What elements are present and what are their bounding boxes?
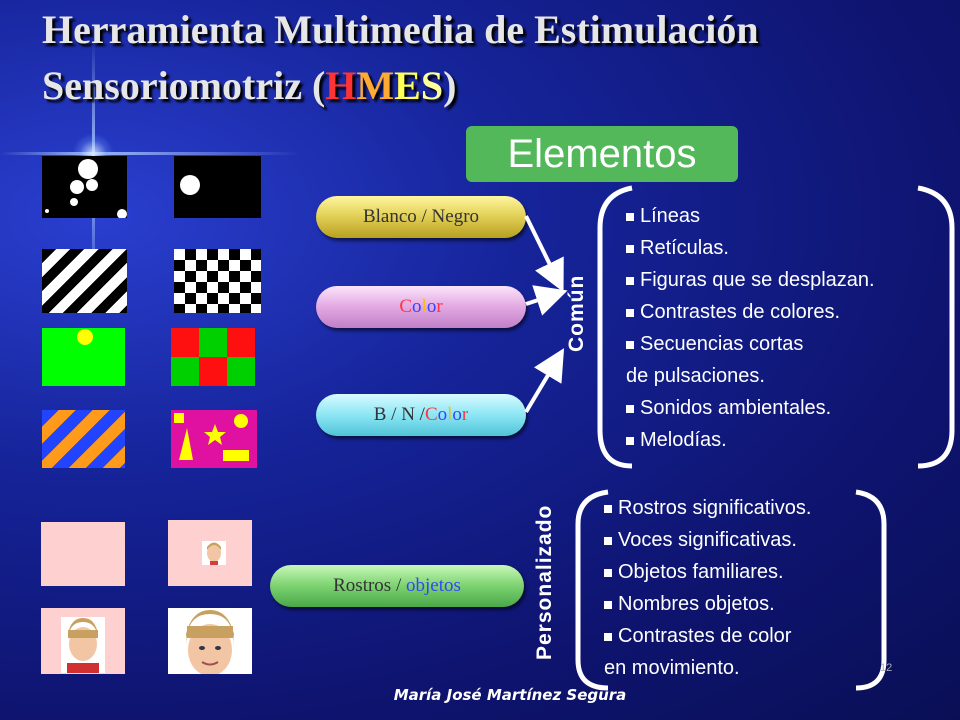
comun-bracket-right [917, 185, 955, 469]
footer-author: María José Martínez Segura [393, 686, 627, 704]
objetos-word: objetos [405, 575, 461, 596]
bn-prefix: B / N / [373, 404, 425, 425]
color-letter-5: r [436, 296, 443, 317]
thumb-pink-blank [41, 522, 125, 586]
list-item: Secuencias cortas [626, 328, 875, 360]
rostros-word: Rostros [333, 575, 392, 596]
child-face-icon [61, 617, 105, 673]
list-item-continuation: de pulsaciones. [626, 365, 765, 387]
title-line-2-prefix: Sensoriomotriz ( [42, 63, 326, 108]
rostros-slash: / [391, 575, 406, 596]
list-item: Contrastes de color [604, 620, 811, 652]
page-number: 12 [880, 662, 893, 674]
arrow-color-to-comun [525, 285, 568, 316]
personalizado-label: Personalizado [533, 504, 556, 660]
thumb-stripes [42, 249, 127, 313]
arrow-bn-to-comun [524, 215, 564, 293]
small-child-face-icon [202, 541, 226, 565]
list-item: Retículas. [626, 232, 875, 264]
thumb-yellow-shapes [171, 410, 257, 468]
list-item: Rostros significativos. [604, 492, 811, 524]
thumb-white-dots [42, 156, 127, 218]
title-line-1: Herramienta Multimedia de Estimulación [42, 7, 759, 52]
acronym-letter-m: M [356, 63, 395, 108]
bn-color-letter-4: o [452, 404, 462, 425]
bn-color-letter-1: C [424, 404, 438, 425]
red-green-checks-icon [171, 328, 255, 386]
child-face-large-icon [186, 610, 234, 674]
bn-color-letter-5: r [461, 404, 469, 425]
thumb-child-photo-2 [168, 608, 252, 674]
list-item: Nombres objetos. [604, 588, 811, 620]
white-dots-icon [45, 159, 127, 218]
pill-rostros-objetos: Rostros / objetos [270, 565, 524, 607]
title-line-2-suffix: ) [443, 63, 457, 108]
pill-color: Color [316, 286, 526, 328]
acronym-letter-h: H [325, 63, 357, 108]
lens-flare-horizontal [0, 152, 300, 155]
list-item-continuation: en movimiento. [604, 657, 740, 679]
thumb-red-green-checks [171, 328, 255, 386]
thumb-checkerboard [174, 249, 261, 313]
list-item: Líneas [626, 200, 875, 232]
white-dot-icon [180, 175, 200, 195]
pill-blanco-negro: Blanco / Negro [316, 196, 526, 238]
yellow-dot-icon [77, 329, 93, 345]
color-letter-4: o [426, 296, 437, 317]
yellow-shapes-icon [174, 413, 249, 461]
thumb-child-photo-1 [41, 608, 125, 674]
acronym-letter-s: S [420, 63, 444, 108]
acronym-letter-e: E [394, 63, 421, 108]
pill-bn-color: B / N /Color [316, 394, 526, 436]
color-letter-1: C [399, 296, 413, 317]
list-item: Figuras que se desplazan. [626, 264, 875, 296]
list-item: Melodías. [626, 424, 875, 456]
title-acronym: HMES [325, 63, 443, 108]
list-item: Objetos familiares. [604, 556, 811, 588]
thumb-green-yellow-dot [42, 328, 125, 386]
bn-color-letter-2: o [437, 404, 448, 425]
list-item: Contrastes de colores. [626, 296, 875, 328]
comun-list: Líneas Retículas. Figuras que se desplaz… [626, 200, 875, 456]
comun-label: Común [565, 274, 588, 352]
slide-title: Herramienta Multimedia de Estimulación S… [42, 2, 759, 114]
bn-color-letter-3: l [447, 404, 453, 425]
color-letter-3: l [421, 296, 427, 317]
thumb-blue-orange-stripes [42, 410, 125, 468]
list-item: Voces significativas. [604, 524, 811, 556]
personalizado-list: Rostros significativos. Voces significat… [604, 492, 811, 684]
color-letter-2: o [412, 296, 422, 317]
list-item: Sonidos ambientales. [626, 392, 875, 424]
elementos-heading: Elementos [466, 126, 738, 182]
arrow-bncolor-to-comun [524, 348, 565, 414]
thumb-white-dot [174, 156, 261, 218]
personalizado-bracket-right [855, 489, 887, 691]
thumb-pink-small-face [168, 520, 252, 586]
